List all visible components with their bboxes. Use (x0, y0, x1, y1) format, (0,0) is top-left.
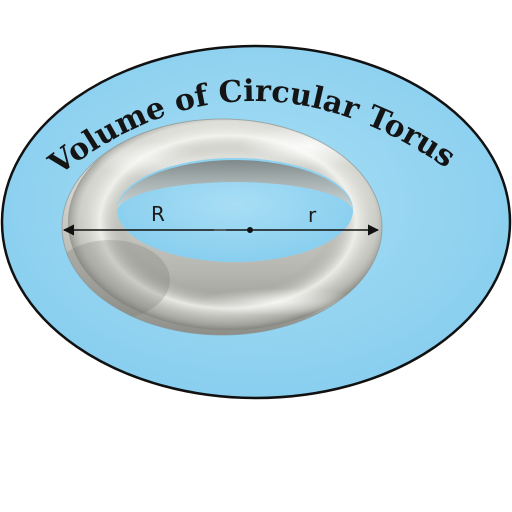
radius-dimension: R r (62, 202, 380, 236)
center-point (247, 227, 253, 233)
minor-radius-label: r (308, 203, 317, 227)
major-radius-label: R (151, 202, 165, 226)
